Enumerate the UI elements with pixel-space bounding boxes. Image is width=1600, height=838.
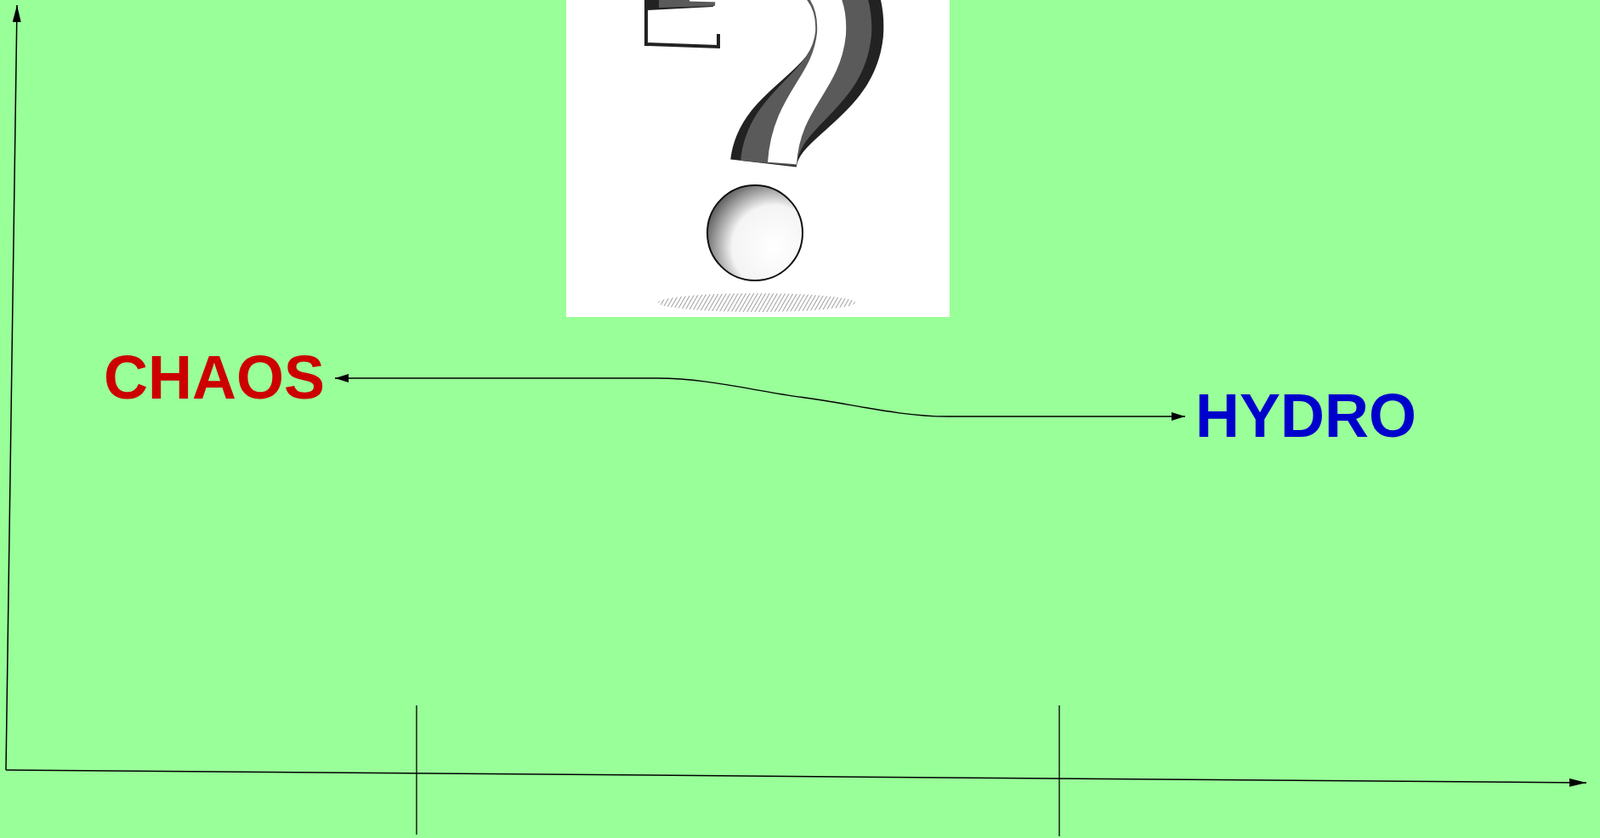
question-mark-picture xyxy=(566,0,950,318)
axis-end-label: HYDRO xyxy=(1190,380,1422,453)
axis-end-label: CHAOS xyxy=(98,342,330,415)
double-arrow xyxy=(334,378,1186,417)
y-axis xyxy=(5,5,18,771)
axis-tick xyxy=(1058,705,1060,837)
end-label-text: CHAOS xyxy=(103,346,325,411)
x-axis xyxy=(5,770,1587,783)
axis-tick xyxy=(415,705,417,835)
end-label-text: HYDRO xyxy=(1195,384,1417,449)
